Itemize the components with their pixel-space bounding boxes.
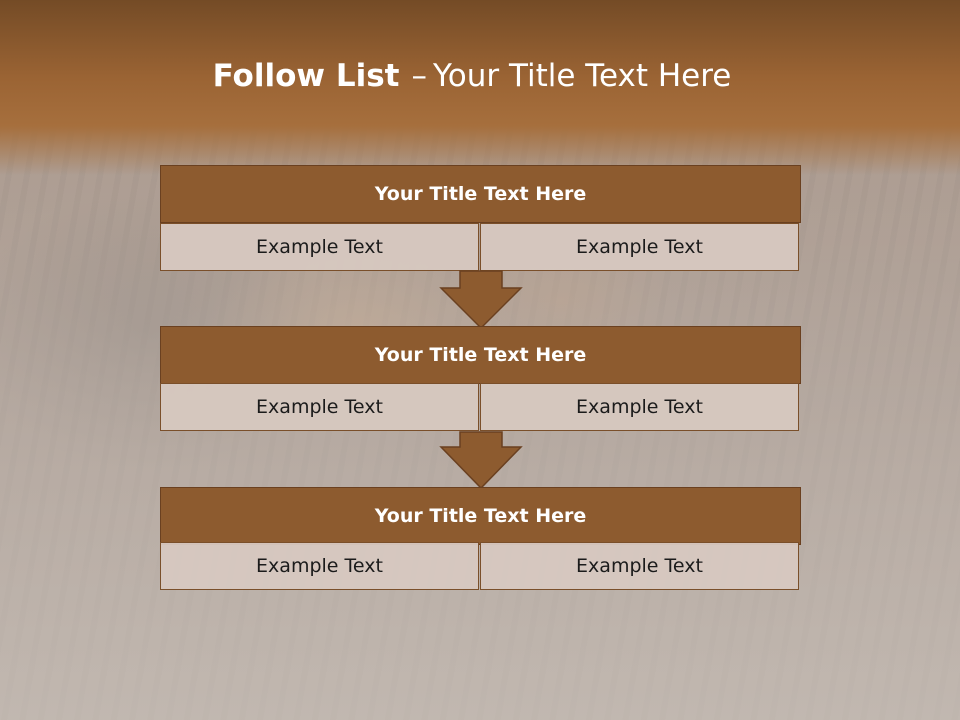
step-block-1: Your Title Text Here Example Text Exampl… (160, 165, 801, 272)
step-3-right-cell: Example Text (480, 542, 799, 590)
down-arrow-icon (439, 270, 523, 330)
step-2-right-cell: Example Text (480, 383, 799, 431)
slide-title-bold: Follow List (212, 58, 400, 94)
step-block-3: Your Title Text Here Example Text Exampl… (160, 487, 801, 593)
down-arrow-icon (439, 431, 523, 490)
step-1-left-cell: Example Text (160, 223, 479, 271)
title-band (0, 0, 960, 175)
step-2-left-cell: Example Text (160, 383, 479, 431)
step-1-right-cell: Example Text (480, 223, 799, 271)
slide-title-rest: Your Title Text Here (432, 58, 732, 94)
step-title-1: Your Title Text Here (160, 165, 801, 223)
slide-title: Follow List–Your Title Text Here (0, 56, 944, 96)
slide-title-separator: – (411, 58, 427, 94)
step-block-2: Your Title Text Here Example Text Exampl… (160, 326, 801, 433)
step-title-2: Your Title Text Here (160, 326, 801, 384)
step-title-3: Your Title Text Here (160, 487, 801, 545)
step-3-left-cell: Example Text (160, 542, 479, 590)
